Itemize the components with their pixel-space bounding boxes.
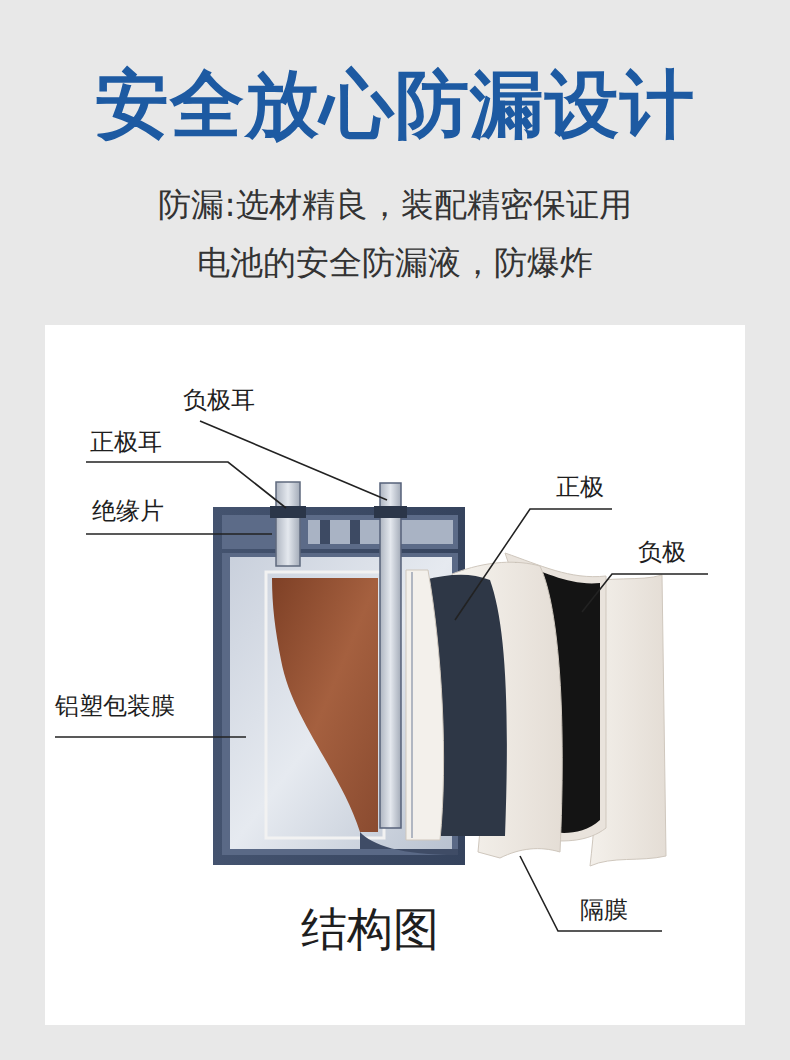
insulation-piece xyxy=(374,506,407,518)
leader-line xyxy=(520,856,662,931)
cell-frame xyxy=(266,572,384,838)
part-label: 铝塑包装膜 xyxy=(55,692,175,721)
seal-gap xyxy=(320,520,330,544)
insulation-piece xyxy=(270,506,306,518)
note-text: 防漏:选材精良，装配精密保证用 电池的安全防漏液，防爆炸 xyxy=(150,176,640,292)
part-label: 负极耳 xyxy=(183,386,255,415)
leader-line xyxy=(200,421,387,500)
top-bar xyxy=(222,515,458,549)
page-title: 安全放心防漏设计 xyxy=(0,60,790,149)
figure-caption: 结构图 xyxy=(240,902,500,957)
leader-line xyxy=(86,533,272,535)
battery-case xyxy=(213,507,465,865)
positive-tab xyxy=(276,482,300,566)
panel xyxy=(45,325,745,1025)
seal-gap xyxy=(350,520,360,544)
part-label: 负极 xyxy=(638,538,686,567)
leader-lines xyxy=(55,421,708,931)
case-rim xyxy=(222,553,458,855)
part-label: 正极耳 xyxy=(90,428,162,457)
leader-line xyxy=(582,574,708,612)
part-label: 绝缘片 xyxy=(92,497,164,526)
leader-line xyxy=(55,736,246,738)
part-label: 正极 xyxy=(556,473,604,502)
separator-sheet xyxy=(406,570,444,840)
negative-tab xyxy=(380,483,401,828)
film-layer xyxy=(230,557,452,849)
electrode-stack xyxy=(272,578,378,832)
sheet-edge xyxy=(411,572,413,838)
part-label: 隔膜 xyxy=(580,896,628,925)
